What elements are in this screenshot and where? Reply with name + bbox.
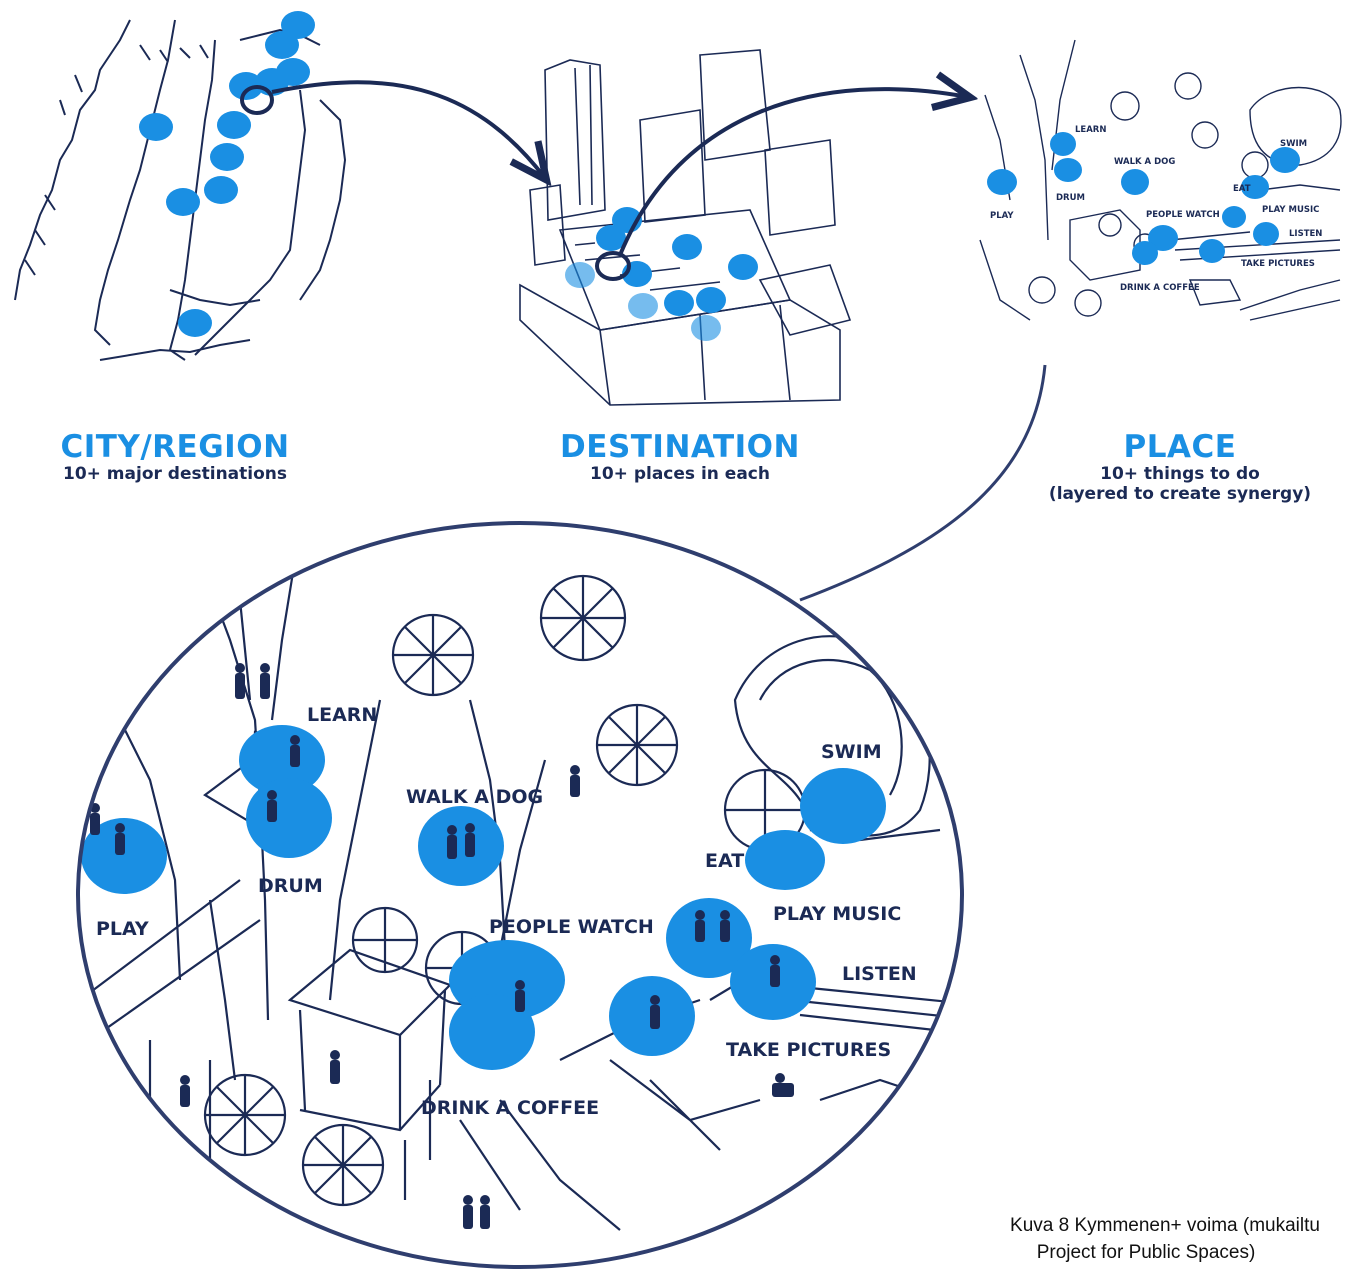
zoom-people [90, 663, 794, 1229]
heading-city-title: CITY/REGION [60, 429, 290, 465]
place-activity-labels: LEARN WALK A DOG SWIM DRUM EAT PLAY PEOP… [990, 125, 1322, 293]
heading-place: PLACE 10+ things to do (layered to creat… [1020, 430, 1340, 504]
figure-caption: Kuva 8 Kymmenen+ voima (mukailtu Project… [905, 1212, 1350, 1266]
heading-city-subtitle: 10+ major destinations [62, 464, 287, 484]
zoom-activity-dots [81, 725, 886, 1070]
zoom-label-drum: DRUM [258, 875, 323, 897]
small-label-play: PLAY [990, 211, 1014, 221]
place-activity-dots [987, 132, 1300, 265]
caption-line-1: Kuva 8 Kymmenen+ voima (mukailtu [1010, 1215, 1320, 1236]
small-label-walk-dog: WALK A DOG [1114, 157, 1175, 167]
zoom-label-swim: SWIM [821, 741, 882, 763]
destination-place-dots [565, 207, 758, 341]
heading-destination: DESTINATION 10+ places in each [540, 430, 820, 484]
small-label-swim: SWIM [1280, 139, 1307, 149]
heading-city-region: CITY/REGION 10+ major destinations [40, 430, 310, 484]
heading-destination-title: DESTINATION [560, 429, 800, 465]
small-label-people-watch: PEOPLE WATCH [1146, 210, 1220, 220]
small-label-drum: DRUM [1056, 193, 1085, 203]
zoom-activity-labels: LEARN SWIM WALK A DOG EAT DRUM PLAY MUSI… [96, 704, 917, 1119]
heading-destination-subtitle: 10+ places in each [590, 464, 770, 484]
zoom-label-listen: LISTEN [842, 963, 917, 985]
caption-line-2: Project for Public Spaces) [1036, 1242, 1256, 1263]
arrow-destination-to-place [618, 89, 968, 256]
destination-selected-ring [595, 251, 631, 281]
zoom-circle-outline [76, 521, 964, 1269]
zoom-label-take-pictures: TAKE PICTURES [726, 1039, 891, 1061]
city-destination-dots [139, 11, 315, 337]
zoom-label-drink-coffee: DRINK A COFFEE [421, 1097, 599, 1119]
city-selected-ring [240, 85, 274, 115]
small-label-eat: EAT [1233, 184, 1251, 194]
zoom-label-eat: EAT [705, 850, 744, 872]
zoom-label-learn: LEARN [307, 704, 377, 726]
destination-sketch [519, 49, 852, 406]
arrow-city-to-destination [271, 80, 545, 178]
zoom-label-play: PLAY [96, 918, 149, 940]
zoom-label-walk-dog: WALK A DOG [406, 786, 543, 808]
place-sketch [979, 39, 1342, 321]
zoom-label-play-music: PLAY MUSIC [773, 903, 901, 925]
small-label-learn: LEARN [1075, 125, 1106, 135]
heading-place-subtitle-2: (layered to create synergy) [1048, 484, 1312, 504]
zoom-label-people-watch: PEOPLE WATCH [489, 916, 654, 938]
small-label-play-music: PLAY MUSIC [1262, 205, 1319, 215]
small-label-take-pictures: TAKE PICTURES [1241, 259, 1315, 269]
heading-place-title: PLACE [1123, 429, 1237, 465]
city-map [14, 19, 347, 361]
heading-place-subtitle-1: 10+ things to do [1100, 464, 1260, 484]
small-label-drink-coffee: DRINK A COFFEE [1120, 283, 1200, 293]
zoom-detail: LEARN SWIM WALK A DOG EAT DRUM PLAY MUSI… [79, 559, 962, 1231]
connector-place-to-zoom [799, 364, 1047, 602]
small-label-listen: LISTEN [1289, 229, 1322, 239]
